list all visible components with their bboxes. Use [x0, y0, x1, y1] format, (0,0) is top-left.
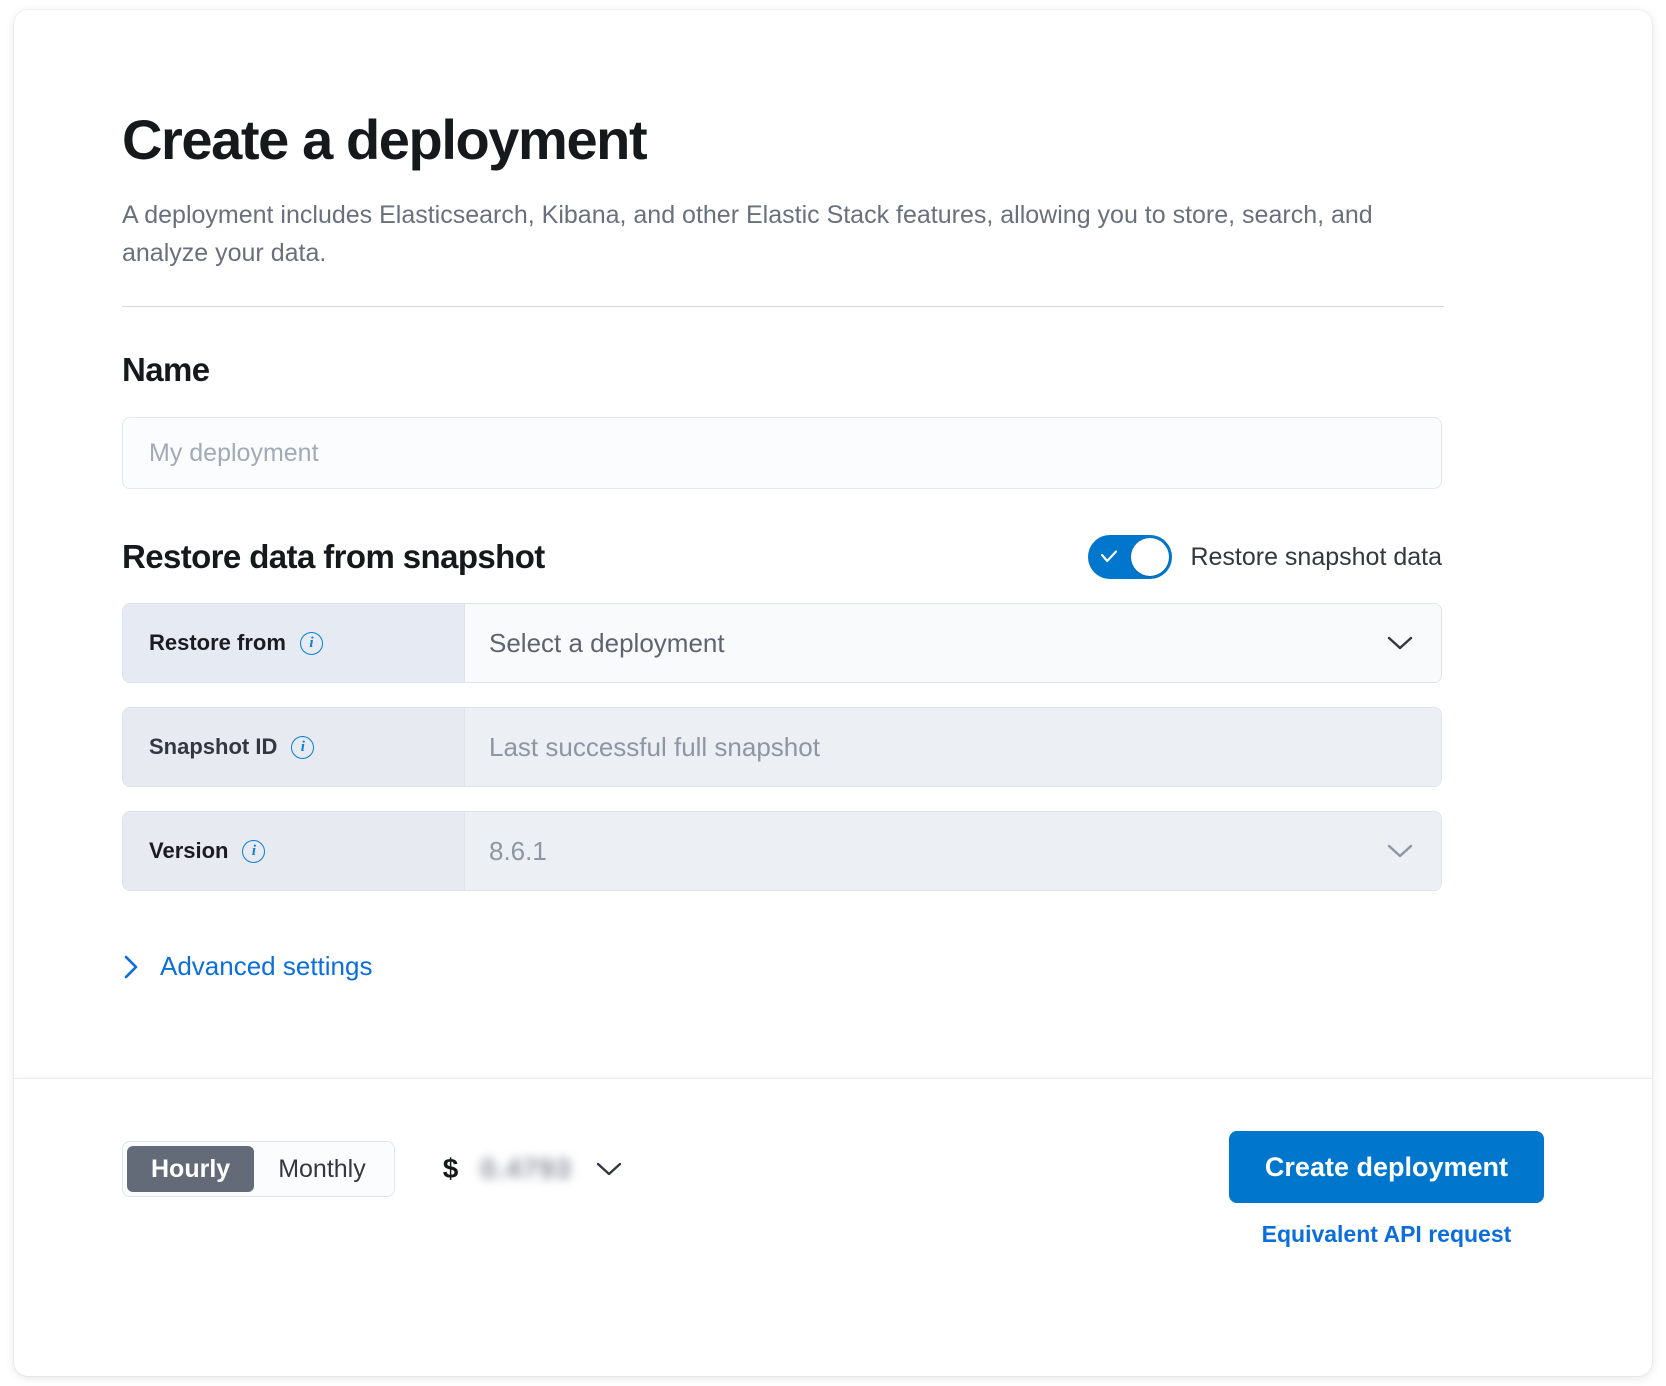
chevron-down-icon[interactable]	[594, 1160, 624, 1178]
form-content: Create a deployment A deployment include…	[14, 10, 1652, 1078]
restore-snapshot-toggle-group[interactable]: Restore snapshot data	[1088, 535, 1442, 580]
snapshot-id-label-group: Snapshot ID i	[123, 708, 465, 787]
billing-option-monthly[interactable]: Monthly	[278, 1154, 366, 1183]
snapshot-id-field: Last successful full snapshot	[465, 708, 1441, 787]
version-value: 8.6.1	[489, 835, 547, 866]
version-label: Version	[149, 838, 229, 864]
price-display[interactable]: $ 0.4793	[443, 1153, 624, 1185]
billing-option-hourly[interactable]: Hourly	[127, 1146, 255, 1192]
create-deployment-button[interactable]: Create deployment	[1228, 1131, 1544, 1203]
snapshot-id-row: Snapshot ID i Last successful full snaps…	[122, 707, 1442, 788]
advanced-settings-toggle[interactable]: Advanced settings	[122, 951, 372, 982]
snapshot-section-header: Restore data from snapshot Restore snaps…	[122, 535, 1442, 580]
header-divider	[122, 306, 1444, 308]
info-icon[interactable]: i	[291, 735, 315, 759]
price-amount: 0.4793	[480, 1153, 572, 1184]
equivalent-api-request-link[interactable]: Equivalent API request	[1261, 1221, 1512, 1247]
chevron-down-icon[interactable]	[1385, 634, 1415, 652]
restore-from-label-group: Restore from i	[123, 604, 465, 683]
version-select: 8.6.1	[465, 812, 1441, 891]
deployment-name-input[interactable]	[122, 417, 1442, 490]
restore-from-label: Restore from	[149, 630, 286, 656]
restore-from-select[interactable]: Select a deployment	[465, 604, 1441, 683]
chevron-right-icon	[124, 955, 138, 979]
restore-snapshot-switch[interactable]	[1088, 535, 1173, 580]
billing-period-segmented-control[interactable]: Hourly Monthly	[122, 1141, 395, 1197]
snapshot-id-label: Snapshot ID	[149, 734, 278, 760]
restore-from-row[interactable]: Restore from i Select a deployment	[122, 603, 1442, 684]
price-currency: $	[442, 1153, 459, 1184]
version-row: Version i 8.6.1	[122, 811, 1442, 892]
snapshot-section-heading: Restore data from snapshot	[122, 538, 545, 576]
info-icon[interactable]: i	[299, 631, 323, 655]
footer-bar: Hourly Monthly $ 0.4793 Create deploymen…	[14, 1078, 1652, 1376]
restore-from-value: Select a deployment	[489, 627, 725, 658]
name-section-heading: Name	[122, 351, 210, 389]
footer-left-group: Hourly Monthly $ 0.4793	[122, 1131, 624, 1197]
check-icon	[1101, 550, 1118, 563]
create-deployment-card: Create a deployment A deployment include…	[14, 10, 1652, 1376]
footer-right-group: Create deployment Equivalent API request	[1228, 1131, 1544, 1248]
chevron-down-icon	[1387, 845, 1413, 858]
switch-knob	[1131, 538, 1170, 577]
page-title: Create a deployment	[122, 108, 648, 171]
page-subtitle: A deployment includes Elasticsearch, Kib…	[122, 201, 1373, 267]
version-label-group: Version i	[123, 812, 465, 891]
advanced-settings-label: Advanced settings	[160, 951, 373, 982]
info-icon[interactable]: i	[242, 839, 266, 863]
restore-snapshot-toggle-label: Restore snapshot data	[1190, 542, 1442, 571]
snapshot-id-value: Last successful full snapshot	[489, 731, 820, 762]
